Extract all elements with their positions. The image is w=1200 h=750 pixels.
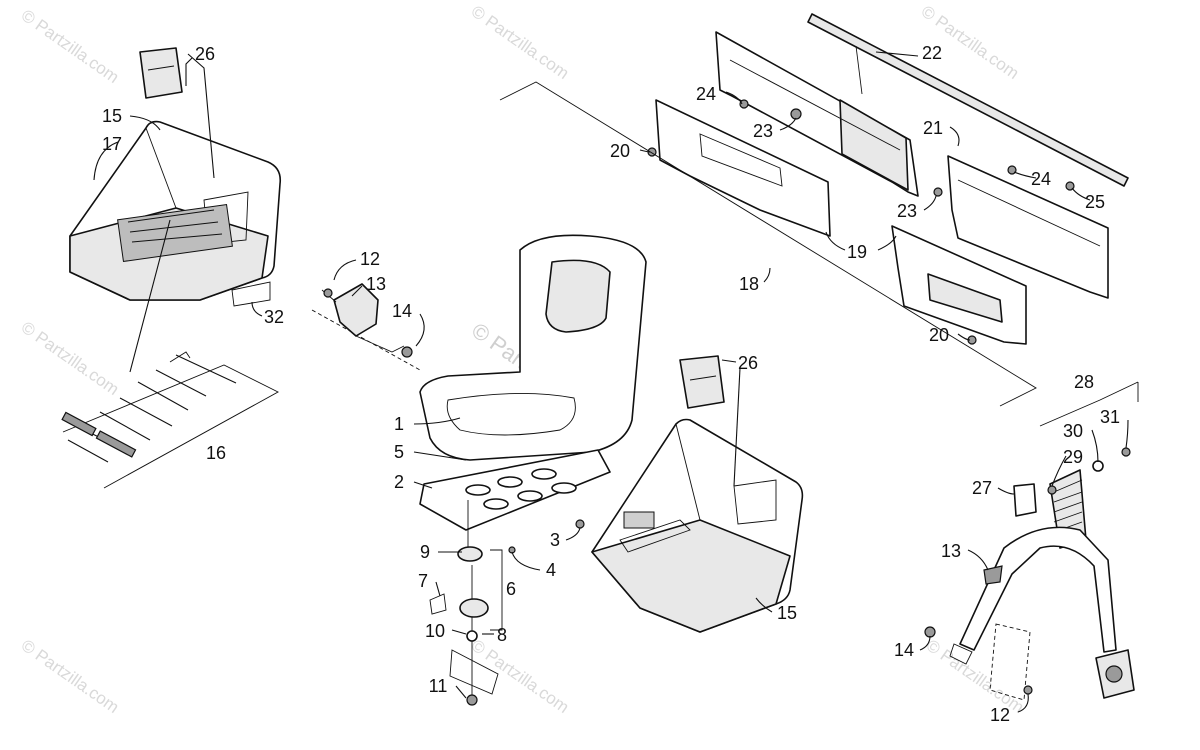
callout-label-13: 13 [941,541,961,561]
callout-label-11: 11 [429,676,448,696]
callout-label-14: 14 [894,640,914,660]
callout-label-9: 9 [420,542,430,562]
callout-label-10: 10 [425,621,445,641]
callout-label-4: 4 [546,560,556,580]
seat-belt-bracket [311,283,421,371]
callout-label-32: 32 [264,307,284,327]
callout-label-6: 6 [506,579,516,599]
callout-label-8: 8 [497,625,507,645]
leader-lines [93,51,1129,713]
callout-label-16: 16 [206,443,226,463]
callout-label-22: 22 [922,43,942,63]
callout-label-21: 21 [923,118,943,138]
callout-label-12: 12 [360,249,380,269]
callout-label-29: 29 [1063,447,1083,467]
callout-label-24: 24 [696,84,716,104]
callout-label-13: 13 [366,274,386,294]
callout-label-31: 31 [1100,407,1120,427]
watermark-text: © Partzilla.com [18,636,123,717]
seat-base-right [591,418,804,633]
callout-label-24: 24 [1031,169,1051,189]
callout-label-25: 25 [1085,192,1105,212]
callout-label-17: 17 [102,134,122,154]
watermark-text: © Partzilla.com [468,2,573,83]
seat-frame [419,449,611,531]
callout-label-20: 20 [929,325,949,345]
callout-label-3: 3 [550,530,560,550]
swivel-assembly [429,500,585,706]
callout-label-7: 7 [418,571,428,591]
callout-label-26: 26 [738,353,758,373]
rear-panels [499,13,1129,407]
callout-label-20: 20 [610,141,630,161]
callout-label-19: 19 [847,242,867,262]
storage-lid-left [139,47,183,99]
callout-label-26: 26 [195,44,215,64]
callout-label-15: 15 [102,106,122,126]
seat-base-left [69,120,282,307]
seat-belt [924,381,1139,701]
callout-label-2: 2 [394,472,404,492]
watermark-text: © Partzilla.com [18,318,123,399]
storage-lid-right [679,355,725,409]
tool-kit [61,351,279,489]
seat-cushion [419,234,647,461]
callout-label-15: 15 [777,603,797,623]
watermark-text: © Partzilla.com [468,636,573,717]
callout-label-27: 27 [972,478,992,498]
callout-label-23: 23 [753,121,773,141]
callout-label-12: 12 [990,705,1010,725]
callout-label-30: 30 [1063,421,1083,441]
callout-label-1: 1 [394,414,404,434]
callout-label-18: 18 [739,274,759,294]
callout-label-5: 5 [394,442,404,462]
callout-label-14: 14 [392,301,412,321]
callout-label-23: 23 [897,201,917,221]
callout-label-28: 28 [1074,372,1094,392]
watermark-text: © Partzilla.com [18,6,123,87]
